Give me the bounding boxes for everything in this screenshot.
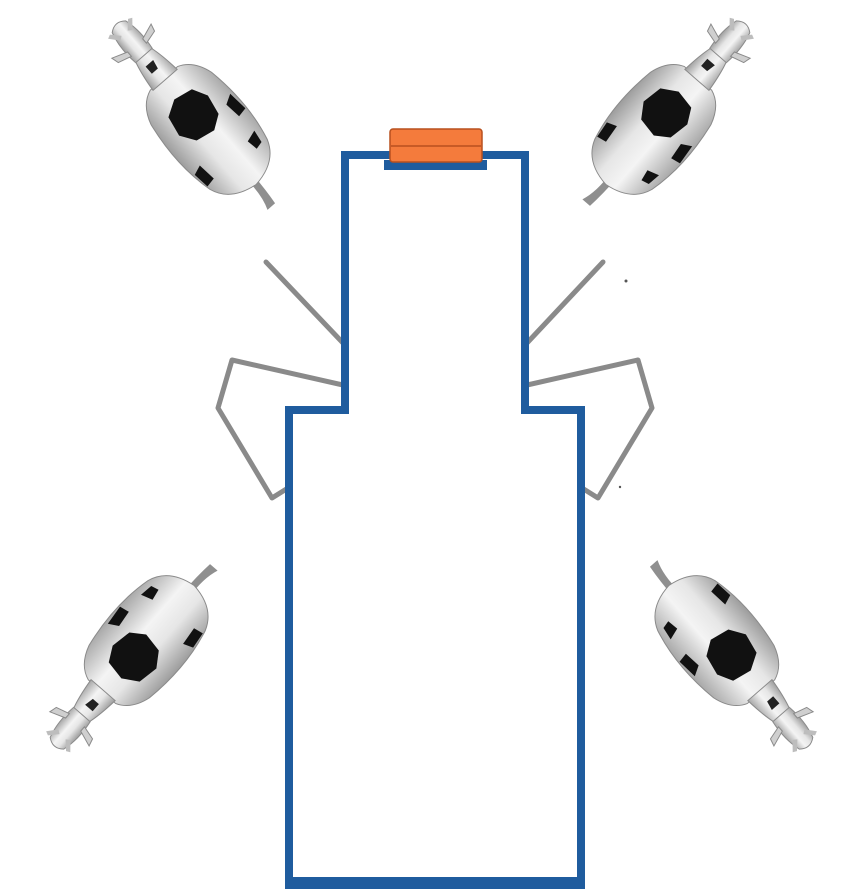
speck bbox=[624, 279, 628, 283]
cow-top-view-icon bbox=[618, 536, 842, 776]
building-bottom-wall bbox=[285, 877, 585, 889]
milking-robot-icon bbox=[384, 128, 487, 170]
cow-top-view-icon bbox=[83, 0, 307, 234]
building-outline bbox=[285, 151, 585, 887]
left-gate-rails bbox=[215, 259, 346, 501]
cow-top-view-icon bbox=[555, 0, 779, 234]
right-gate-rails bbox=[524, 259, 655, 501]
speck bbox=[618, 485, 622, 489]
cow-top-view-icon bbox=[21, 536, 245, 776]
